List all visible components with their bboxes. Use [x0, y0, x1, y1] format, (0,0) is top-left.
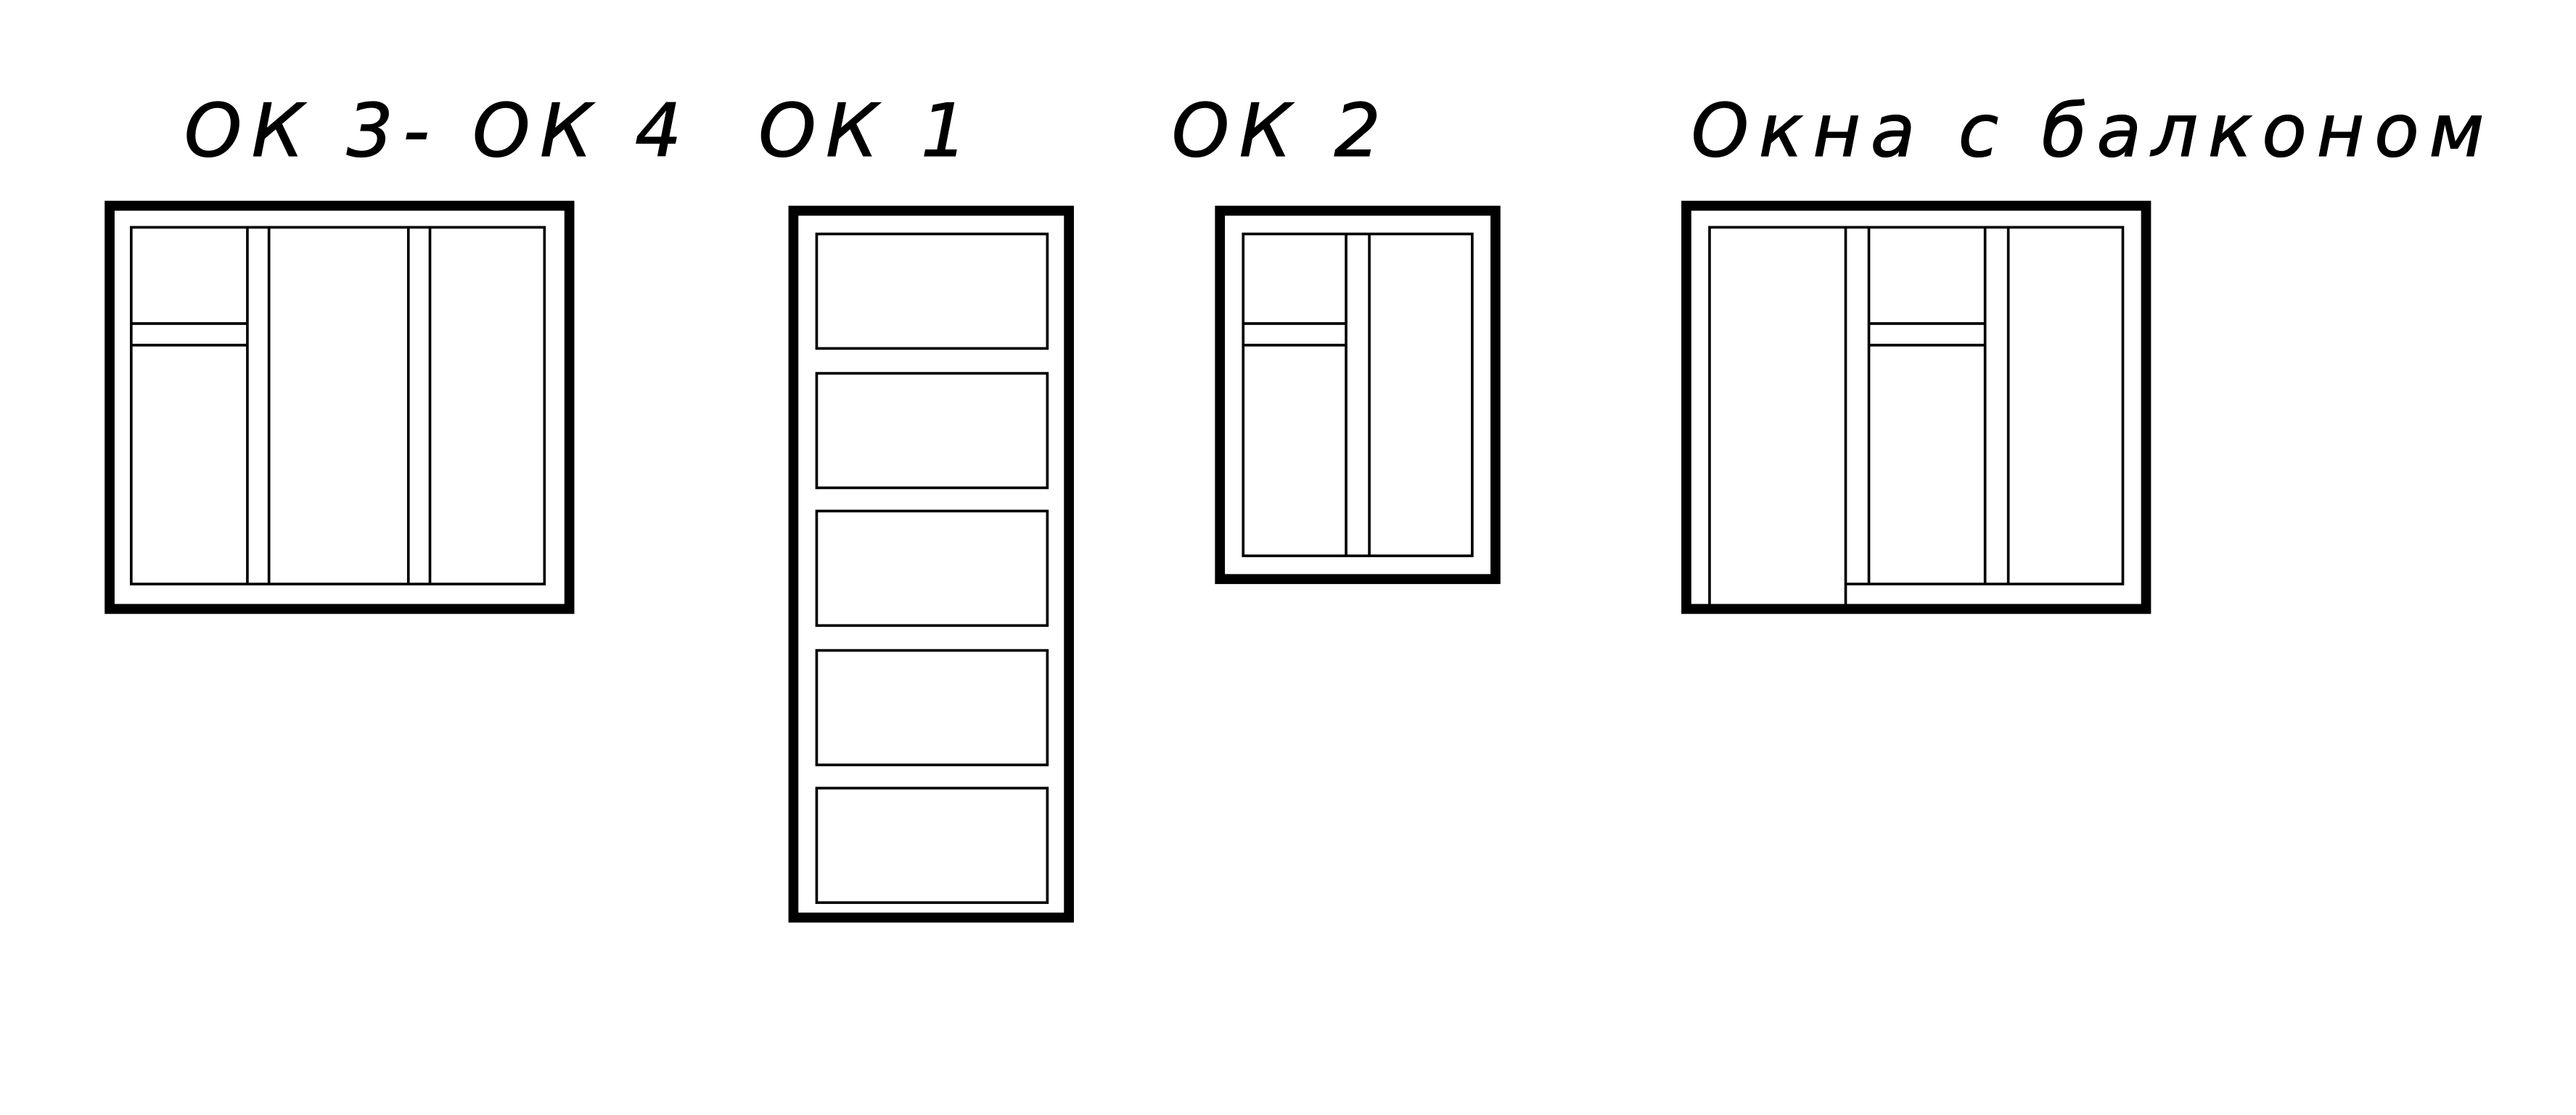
- glass-pane: [815, 509, 1049, 628]
- label-ok3-ok4: ОК 3- ОК 4: [184, 89, 692, 173]
- window-ok3-ok4-frame: [104, 200, 575, 614]
- window-ok3-ok4-inner: [129, 226, 546, 585]
- glass-pane: [815, 232, 1049, 350]
- glass-pane: [815, 786, 1049, 905]
- window-ok2: [1215, 205, 1501, 585]
- window-ok1: [788, 205, 1074, 923]
- glass-pane: [815, 371, 1049, 490]
- window-balcony-frame: [1681, 200, 2152, 614]
- label-ok1: ОК 1: [758, 89, 977, 173]
- window-ok2-frame: [1215, 205, 1501, 585]
- window-balcony: [1681, 200, 2152, 614]
- balcony-door: [1708, 226, 1847, 609]
- label-balcony-windows: Окна с балконом: [1691, 89, 2494, 173]
- window-ok2-inner: [1242, 232, 1474, 558]
- window-ok3-ok4: [104, 200, 575, 614]
- label-ok2: ОК 2: [1172, 89, 1391, 173]
- glass-pane: [815, 649, 1049, 767]
- window-ok1-frame: [788, 205, 1074, 923]
